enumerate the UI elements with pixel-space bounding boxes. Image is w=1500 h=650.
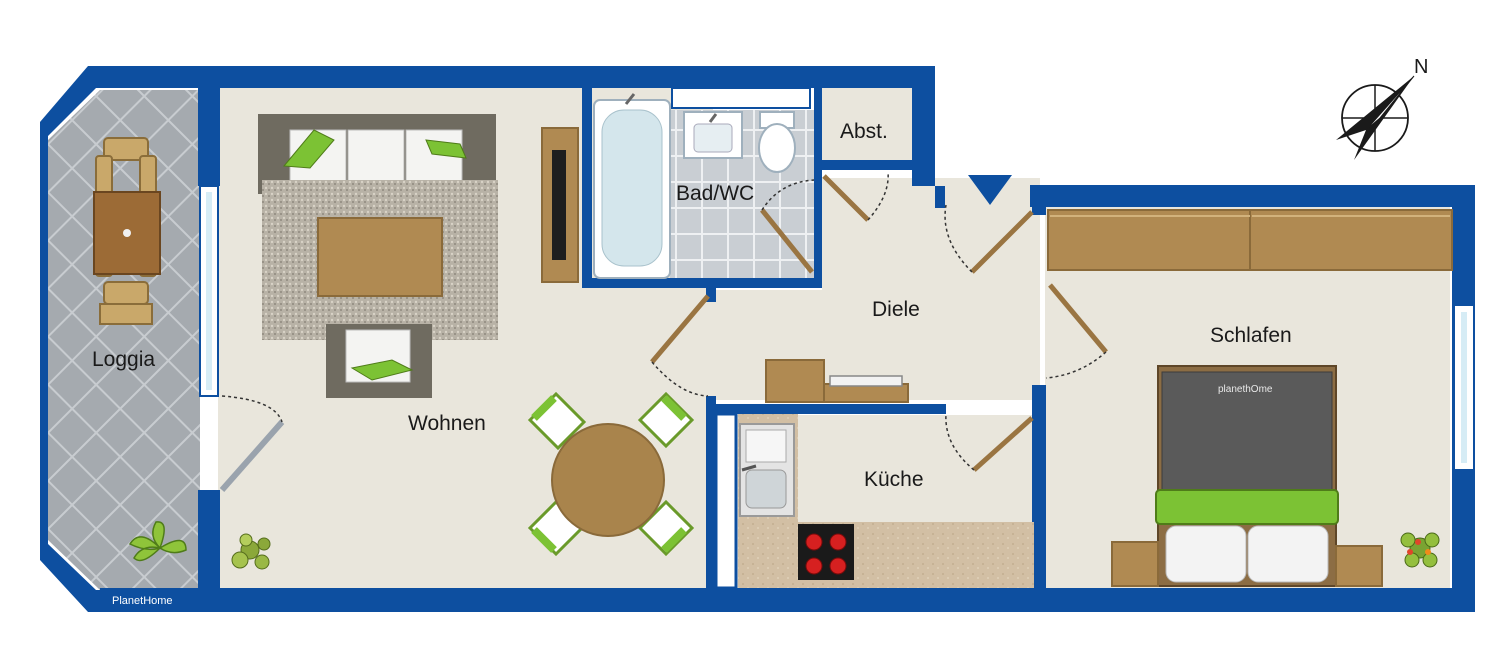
compass-icon: N — [1336, 56, 1428, 160]
wohnen-door — [650, 294, 710, 364]
bath-right-wall — [814, 88, 822, 288]
loggia-door-swing — [221, 395, 283, 423]
nightstand-right — [1335, 545, 1383, 587]
schlafen-top-wall — [1030, 185, 1475, 207]
entry-door — [970, 210, 1034, 274]
nightstand-left — [1111, 541, 1159, 587]
bath-window — [671, 87, 811, 109]
bath-door-swing — [761, 179, 815, 211]
abst-right-wall — [912, 66, 935, 186]
room-label-bad-wc: Bad/WC — [676, 182, 754, 205]
armchair — [326, 324, 432, 398]
room-label-loggia: Loggia — [92, 348, 155, 371]
abst-floor — [822, 88, 912, 168]
bathtub — [593, 93, 671, 279]
entrance-arrow-icon — [968, 175, 1012, 205]
dining-set — [527, 391, 695, 557]
kitchen-door-swing — [945, 413, 975, 471]
room-label-schlafen: Schlafen — [1210, 324, 1292, 347]
dining-table — [551, 423, 665, 537]
room-label-kueche: Küche — [864, 468, 924, 491]
stove — [798, 524, 854, 580]
hall-cabinet — [765, 359, 909, 403]
wohnen-plant-icon — [231, 533, 271, 570]
room-label-abst: Abst. — [840, 120, 888, 143]
diele-top-wall — [935, 186, 945, 208]
wohnen-window-glass — [206, 192, 212, 390]
abst-bottom-wall — [822, 160, 912, 170]
kitchen-top-wall — [706, 404, 946, 414]
outer-bottom-wall — [100, 588, 1475, 612]
bath-door — [760, 208, 814, 274]
coffee-table — [317, 217, 443, 297]
room-label-diele: Diele — [872, 298, 920, 321]
walls — [40, 66, 1475, 612]
wohnen-right-wall-top — [706, 280, 716, 302]
wohnen-left-wall-top — [198, 66, 220, 186]
doors — [219, 171, 1108, 492]
kitchen-counter — [738, 522, 1034, 588]
kitchen-door — [972, 416, 1034, 472]
tv-sideboard — [541, 127, 579, 283]
compass-north-label: N — [1414, 56, 1428, 78]
entry-door-swing — [944, 204, 973, 273]
bath-bottom-wall — [582, 278, 822, 288]
bed-logo-text: planethOme — [1218, 384, 1273, 395]
abst-door — [822, 174, 870, 222]
schlafen-door — [1048, 283, 1108, 354]
schlafen-plant-icon — [1400, 532, 1440, 568]
kitchen-window-wall — [714, 412, 738, 590]
washbasin — [683, 111, 743, 159]
schlafen-left-wall — [1032, 185, 1046, 215]
windows — [199, 87, 1475, 471]
loggia-table-set — [93, 137, 161, 325]
wohnen-left-wall-bottom — [198, 490, 220, 612]
footer-brand-text: PlanetHome — [112, 595, 173, 607]
loggia-door — [219, 420, 285, 492]
bath-left-wall — [582, 88, 592, 286]
bed: planethOme — [1155, 365, 1339, 587]
schlafen-window-glass — [1461, 312, 1467, 463]
kitchen-right-wall — [1032, 385, 1046, 612]
abst-door-swing — [867, 171, 889, 221]
loggia-plant-icon — [128, 521, 187, 562]
schlafen-door-swing — [1045, 351, 1107, 379]
outer-top-wall-left — [100, 66, 935, 88]
loggia-floor — [48, 90, 200, 590]
wardrobe — [1047, 209, 1453, 271]
wohnen-right-wall-bottom — [706, 396, 716, 612]
wohnen-door-swing — [651, 361, 709, 397]
diele-floor — [713, 178, 1040, 400]
loggia-outline — [40, 66, 198, 612]
loggia-table — [93, 191, 161, 275]
toilet — [758, 111, 796, 173]
room-label-wohnen: Wohnen — [408, 412, 486, 435]
sink — [739, 423, 795, 517]
